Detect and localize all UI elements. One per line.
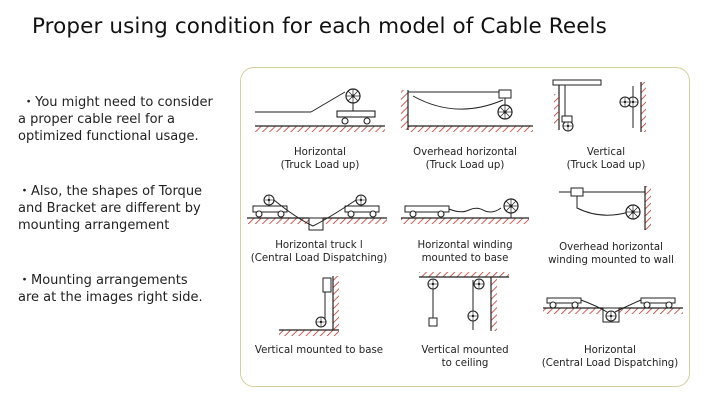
caption-vertical-base: Vertical mounted to base — [254, 345, 384, 356]
bullet-list: ・You might need to consider a proper cab… — [18, 94, 234, 344]
diagram-vertical-truck — [552, 79, 646, 132]
bullet-item: ・You might need to consider a proper cab… — [18, 94, 234, 145]
bullet-line: are at the images right side. — [18, 290, 203, 305]
bullet-line: a proper cable reel for a — [18, 112, 175, 127]
diagram-overhead-horizontal — [401, 89, 533, 132]
bullet-item: ・Also, the shapes of Torque and Bracket … — [18, 183, 234, 234]
caption-vertical-ceiling: Vertical mounted to ceiling — [421, 345, 509, 369]
mounting-diagram-panel: Horizontal (Truck Load up) Overhead hori… — [240, 67, 690, 387]
bullet-line: optimized functional usage. — [18, 129, 199, 144]
caption-overhead-winding-wall: Overhead horizontal winding mounted to w… — [548, 242, 674, 266]
bullet-line: ・Mounting arrangements — [18, 273, 188, 288]
page-title: Proper using condition for each model of… — [32, 14, 607, 39]
caption-horizontal-winding-base: Horizontal winding mounted to base — [417, 240, 513, 264]
caption-overhead-horizontal: Overhead horizontal (Truck Load up) — [413, 147, 517, 171]
diagram-vertical-base — [279, 276, 339, 336]
diagram-horizontal-truck-central — [247, 194, 387, 231]
diagram-vertical-ceiling — [419, 272, 509, 331]
mounting-diagrams — [247, 79, 683, 336]
bullet-line: ・Also, the shapes of Torque — [18, 184, 203, 199]
bullet-line: mounting arrangement — [18, 218, 170, 233]
bullet-line: and Bracket are different by — [18, 201, 201, 216]
bullet-line: ・You might need to consider — [18, 95, 213, 110]
diagram-horizontal-central — [543, 297, 683, 323]
caption-horizontal-truck-central: Horizontal truck l (Central Load Dispatc… — [250, 240, 388, 264]
caption-vertical-truck: Vertical (Truck Load up) — [566, 147, 646, 171]
diagram-horizontal-winding-base — [401, 198, 529, 224]
diagram-horizontal-truck — [255, 88, 385, 132]
caption-horizontal-truck: Horizontal (Truck Load up) — [280, 147, 360, 171]
caption-horizontal-central: Horizontal (Central Load Dispatching) — [541, 345, 679, 369]
bullet-item: ・Mounting arrangements are at the images… — [18, 272, 234, 306]
diagram-overhead-winding-wall — [559, 186, 651, 230]
